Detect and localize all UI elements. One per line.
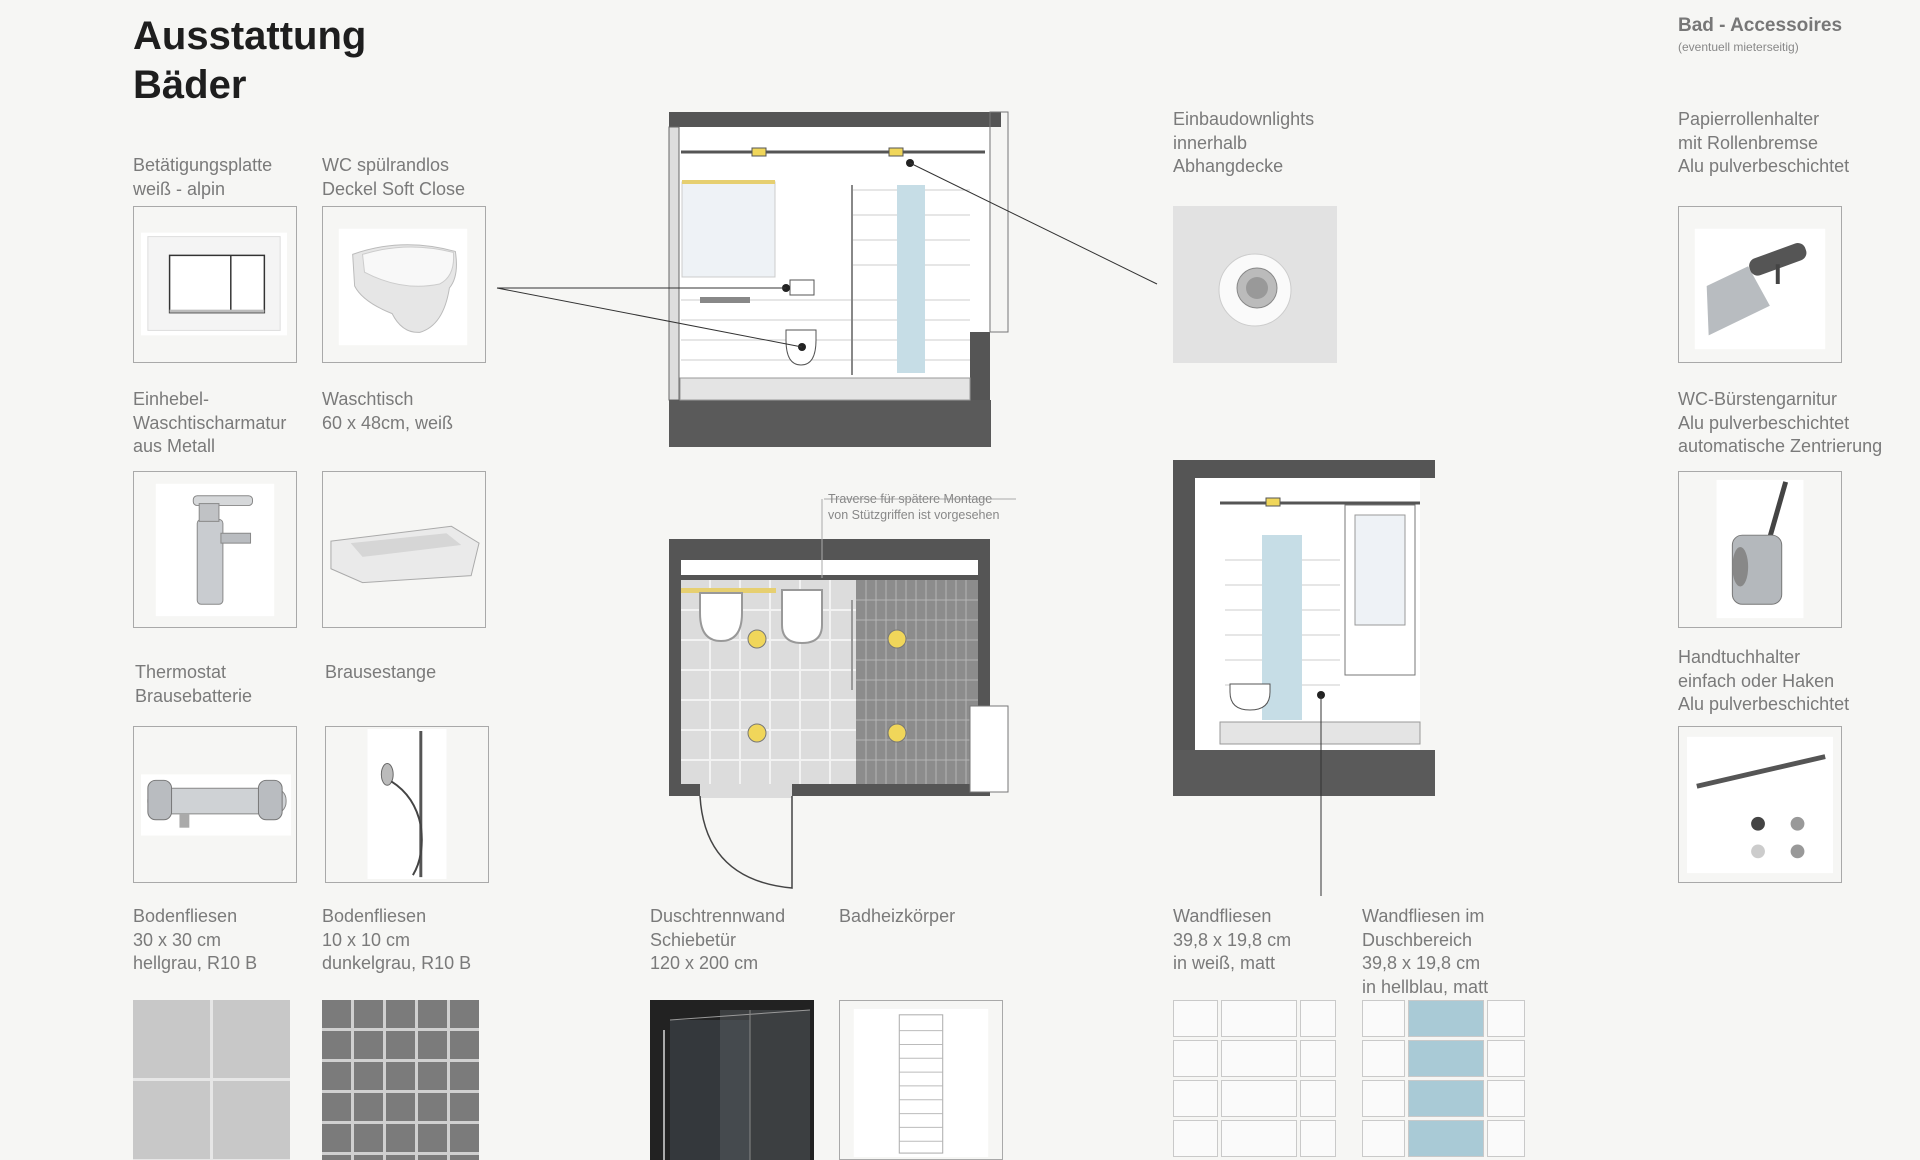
floor-tile [386, 1031, 415, 1059]
accessories-title: Bad - Accessoires [1678, 15, 1843, 36]
flush-plate-image [133, 206, 297, 363]
floor-tile [418, 1124, 447, 1152]
wall-tiles-swatch [1173, 1000, 1336, 1160]
floor-tile [418, 1062, 447, 1090]
shower-rail-image [325, 726, 489, 883]
faucet-image [133, 471, 297, 628]
page-title: Ausstattung Bäder [133, 14, 367, 107]
floor-tile [354, 1093, 383, 1121]
floor-tile [354, 1000, 383, 1028]
bathroom-section-b [1173, 460, 1435, 796]
brush-set-image [1678, 471, 1842, 628]
floor-tile [322, 1124, 351, 1152]
towel-holder-image [1678, 726, 1842, 883]
floor-tile [386, 1000, 415, 1028]
floor-tile [450, 1093, 479, 1121]
floor-tile [418, 1031, 447, 1059]
floor-tile [450, 1124, 479, 1152]
bathroom-floor-plan [669, 498, 1016, 889]
floor-tile [450, 1000, 479, 1028]
floor-tile [386, 1062, 415, 1090]
label-flush-plate: Betätigungsplatte weiß - alpin [133, 155, 273, 199]
wall-tiles-shower-swatch [1362, 1000, 1525, 1160]
label-towel-holder: Handtuchhalter einfach oder Haken Alu pu… [1678, 647, 1850, 715]
label-brush-set: WC-Bürstengarnitur Alu pulverbeschichtet… [1678, 389, 1883, 457]
label-shower-rail: Brausestange [325, 662, 437, 682]
washbasin-image [322, 471, 486, 628]
wc-image [322, 206, 486, 363]
label-wall-tiles-shower: Wandfliesen im Duschbereich 39,8 x 19,8 … [1362, 906, 1489, 997]
label-radiator: Badheizkörper [839, 906, 956, 926]
floor-tile [354, 1124, 383, 1152]
leader-lines [496, 162, 1322, 896]
floor-tiles-dark-swatch [322, 1000, 479, 1160]
label-washbasin: Waschtisch 60 x 48cm, weiß [322, 389, 454, 433]
floor-tile [322, 1093, 351, 1121]
bathroom-section-a [668, 111, 1009, 447]
floor-tile [418, 1000, 447, 1028]
floor-tile [322, 1031, 351, 1059]
floor-tile [322, 1000, 351, 1028]
radiator-image [839, 1000, 1003, 1160]
label-thermostat: Thermostat Brausebatterie [135, 662, 253, 706]
label-wall-tiles: Wandfliesen 39,8 x 19,8 cm in weiß, matt [1173, 906, 1292, 974]
floor-tile [354, 1031, 383, 1059]
floor-tile [354, 1062, 383, 1090]
label-faucet: Einhebel- Waschtischarmatur aus Metall [133, 389, 287, 457]
plan-annotation: Traverse für spätere Montage von Stützgr… [828, 492, 1000, 522]
floor-tile [450, 1031, 479, 1059]
floor-tile [386, 1093, 415, 1121]
floor-tile [386, 1124, 415, 1152]
downlight-image [1173, 206, 1337, 363]
label-wc: WC spülrandlos Deckel Soft Close [322, 155, 466, 199]
label-shower-screen: Duschtrennwand Schiebetür 120 x 200 cm [650, 906, 786, 974]
label-floor-tiles-dark: Bodenfliesen 10 x 10 cm dunkelgrau, R10 … [322, 906, 472, 974]
paper-holder-image [1678, 206, 1842, 363]
floor-tile [322, 1062, 351, 1090]
floor-tile [450, 1062, 479, 1090]
accessories-subtitle: (eventuell mieterseitig) [1678, 40, 1799, 54]
label-downlights: Einbaudownlights innerhalb Abhangdecke [1173, 109, 1315, 177]
shower-screen-image [650, 1000, 814, 1160]
floor-tiles-light-swatch [133, 1000, 290, 1160]
floor-tile [418, 1093, 447, 1121]
thermostat-image [133, 726, 297, 883]
label-paper-holder: Papierrollenhalter mit Rollenbremse Alu … [1678, 109, 1850, 177]
label-floor-tiles-light: Bodenfliesen 30 x 30 cm hellgrau, R10 B [133, 906, 258, 974]
